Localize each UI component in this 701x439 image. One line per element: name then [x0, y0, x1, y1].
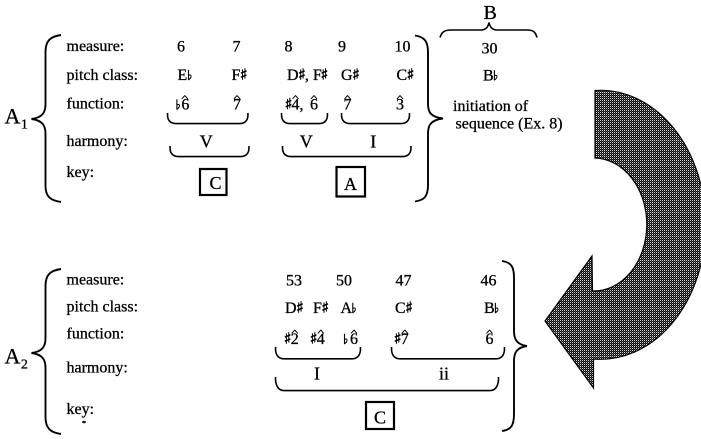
svg-text:I: I — [314, 364, 320, 384]
svg-text:harmony:: harmony: — [67, 360, 128, 377]
svg-text:F: F — [313, 300, 322, 317]
svg-text:7: 7 — [344, 97, 352, 114]
svg-text:7: 7 — [401, 331, 409, 348]
svg-text:function:: function: — [67, 96, 125, 113]
svg-text:,: , — [300, 97, 304, 114]
svg-text:53: 53 — [286, 273, 302, 290]
svg-text:6: 6 — [486, 331, 494, 348]
svg-text:G: G — [341, 67, 353, 84]
svg-text:D: D — [285, 300, 297, 317]
svg-text:harmony:: harmony: — [67, 133, 128, 150]
svg-text:V: V — [300, 131, 313, 151]
svg-text:D: D — [287, 67, 299, 84]
svg-text:B: B — [483, 67, 494, 84]
svg-text:ii: ii — [439, 364, 449, 384]
svg-text:2: 2 — [21, 358, 28, 373]
svg-text:10: 10 — [395, 39, 411, 56]
svg-text:6: 6 — [310, 97, 318, 114]
svg-text:1: 1 — [21, 118, 28, 133]
svg-text:7: 7 — [233, 39, 241, 56]
svg-text:50: 50 — [336, 273, 352, 290]
svg-text:C: C — [397, 67, 408, 84]
svg-text:F: F — [232, 67, 241, 84]
svg-text:2: 2 — [291, 331, 299, 348]
svg-text:pitch class:: pitch class: — [67, 299, 139, 316]
svg-text:C: C — [395, 300, 406, 317]
svg-text:measure:: measure: — [67, 38, 125, 55]
svg-text:sequence (Ex. 8): sequence (Ex. 8) — [456, 116, 563, 133]
svg-text:A: A — [344, 174, 357, 194]
svg-text:3: 3 — [396, 97, 404, 114]
svg-text:C: C — [209, 173, 221, 193]
svg-text:A: A — [5, 344, 21, 369]
svg-text:pitch class:: pitch class: — [67, 67, 139, 84]
svg-text:C: C — [374, 408, 386, 428]
svg-text:initiation of: initiation of — [453, 98, 529, 115]
svg-text:key:: key: — [67, 164, 95, 181]
svg-text:V: V — [200, 131, 213, 151]
svg-text:4: 4 — [292, 97, 300, 114]
svg-text:46: 46 — [481, 273, 497, 290]
svg-text:6: 6 — [181, 97, 189, 114]
svg-text:B: B — [484, 2, 497, 24]
svg-text:4: 4 — [317, 331, 325, 348]
svg-text:key:: key: — [67, 401, 95, 418]
svg-text:47: 47 — [396, 273, 412, 290]
svg-text:A: A — [5, 104, 21, 129]
svg-text:I: I — [370, 131, 376, 151]
svg-text:E: E — [178, 67, 188, 84]
svg-text:measure:: measure: — [67, 272, 125, 289]
svg-text:6: 6 — [350, 331, 358, 348]
svg-text:9: 9 — [338, 39, 346, 56]
svg-text:30: 30 — [482, 41, 498, 58]
svg-text:6: 6 — [177, 39, 185, 56]
svg-text:, F: , F — [305, 67, 322, 84]
svg-text:7: 7 — [233, 97, 241, 114]
svg-text:A: A — [341, 300, 353, 317]
svg-text:8: 8 — [285, 39, 293, 56]
svg-text:B: B — [484, 300, 495, 317]
svg-text:function:: function: — [67, 326, 125, 343]
